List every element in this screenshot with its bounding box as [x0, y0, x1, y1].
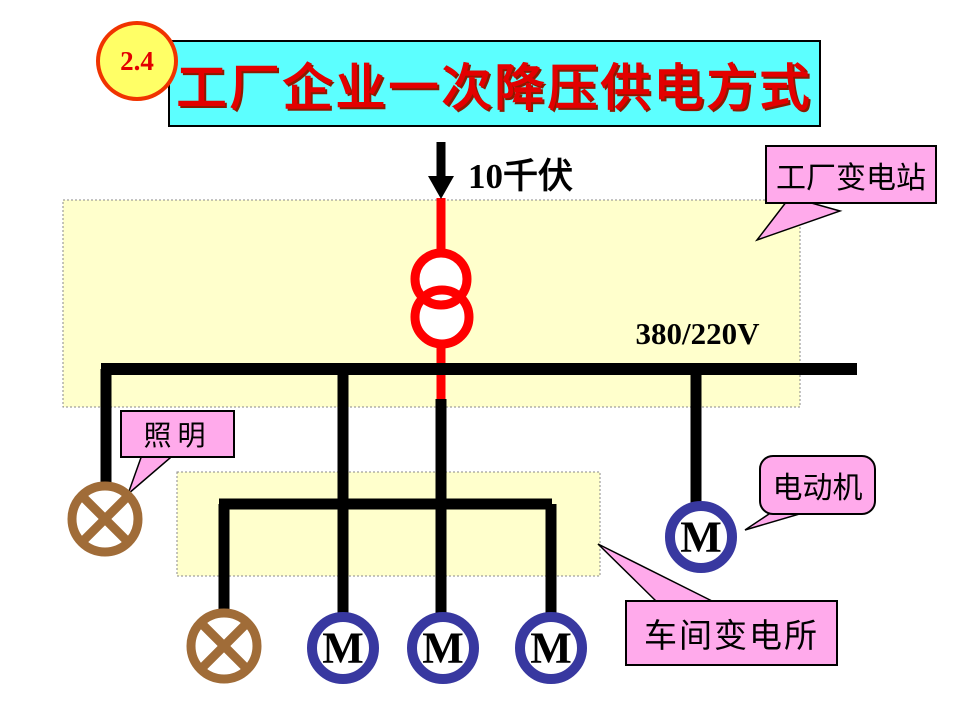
workshop-substation-callout: 车间变电所: [625, 600, 838, 666]
motor-icon-2: M: [407, 612, 479, 684]
factory-substation-callout-label: 工厂变电站: [776, 161, 926, 195]
motor-icon-1: M: [307, 612, 379, 684]
low-voltage-label: 380/220V: [635, 316, 760, 351]
arrow-head: [428, 176, 454, 199]
motor-label-4: M: [680, 513, 722, 562]
section-badge: 2.4: [96, 21, 178, 101]
lighting-callout: 照明: [120, 410, 235, 458]
motor-label-2: M: [422, 624, 464, 673]
down-arrow-icon: [428, 142, 454, 199]
motor-icon-3: M: [515, 612, 587, 684]
motor-callout-label: 电动机: [772, 472, 863, 505]
lv-distribution-lines: [100, 363, 857, 617]
slide-title-bar: 工厂企业一次降压供电方式: [168, 40, 821, 127]
transformer-primary-winding: [410, 248, 472, 310]
factory-substation-callout: 工厂变电站: [765, 145, 937, 204]
lighting-callout-tail: [126, 451, 180, 497]
workshop-substation-callout-label: 车间变电所: [644, 617, 819, 654]
motor-callout: 电动机: [759, 455, 876, 515]
lighting-callout-label: 照明: [143, 420, 212, 451]
transformer-secondary-winding: [410, 285, 474, 349]
lamp-icon-2: [186, 608, 262, 684]
slide-title: 工厂企业一次降压供电方式: [176, 59, 813, 116]
workshop-substation-zone: [176, 471, 601, 577]
motor-icon-4: M: [665, 501, 737, 573]
incoming-voltage-label: 10千伏: [468, 157, 574, 196]
section-badge-label: 2.4: [120, 45, 154, 76]
lamp-icon-1: [67, 481, 143, 557]
motor-label-3: M: [530, 624, 572, 673]
factory-callout-tail: [754, 196, 843, 242]
motor-label-1: M: [322, 624, 364, 673]
transformer-icon: [410, 248, 474, 349]
motor-symbols: M M M M: [307, 501, 737, 684]
